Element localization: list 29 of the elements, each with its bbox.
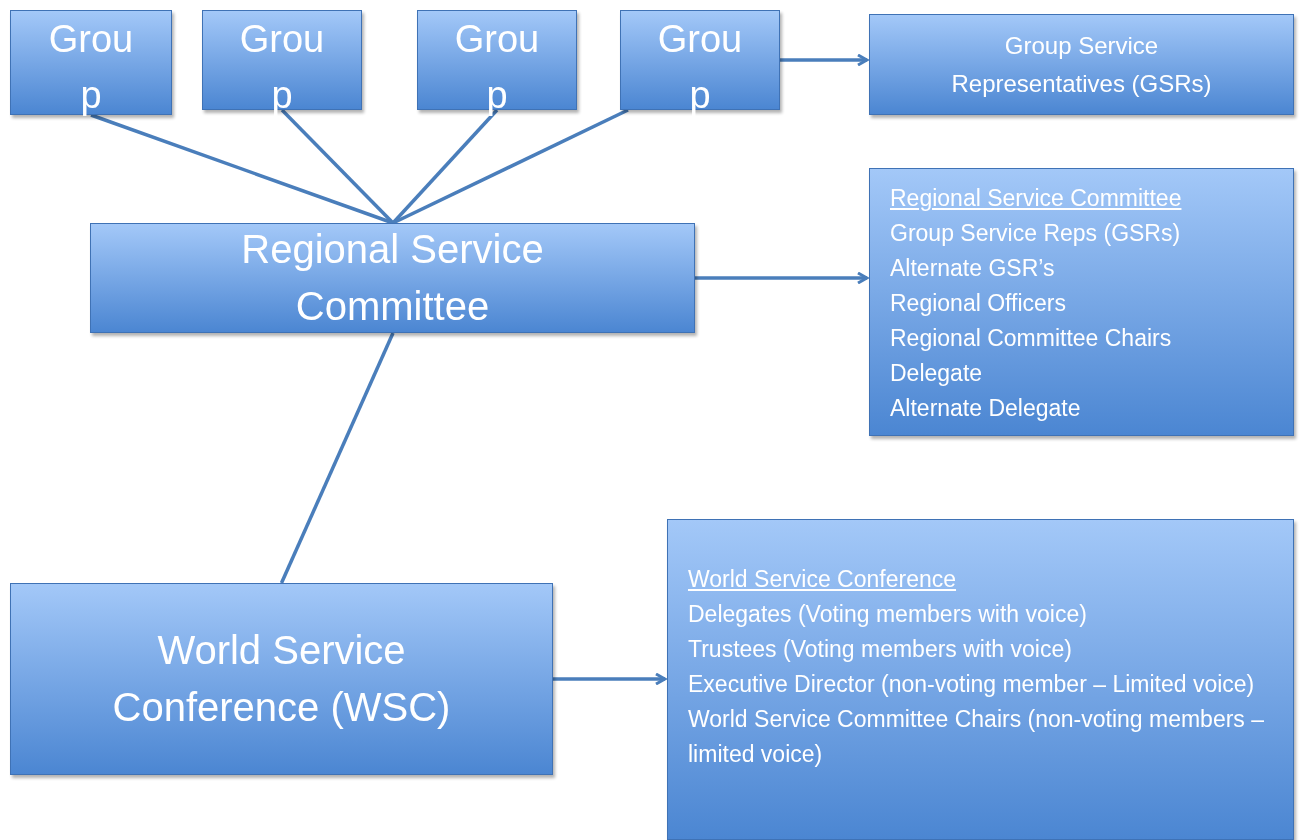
- box-label: World Service Conference (WSC): [111, 627, 452, 731]
- process-box: [869, 14, 1294, 115]
- box-label: Group Service Representatives (GSRs): [950, 30, 1213, 99]
- arrow: [695, 271, 869, 285]
- arrow: [553, 672, 667, 686]
- list-item: World Service Committee Chairs (non-voting members – limited voice): [688, 705, 1266, 769]
- list-item: Delegate: [890, 359, 984, 388]
- list-item: Regional Committee Chairs: [890, 324, 1173, 353]
- process-box: [90, 223, 695, 333]
- list-item: Regional Officers: [890, 289, 1067, 318]
- arrow: [780, 53, 869, 67]
- box-label: Group: [453, 17, 541, 118]
- list-item: Trustees (Voting members with voice): [688, 635, 1073, 664]
- connector-line: [279, 332, 395, 584]
- box-label: Group: [47, 17, 135, 118]
- list-item: Alternate Delegate: [890, 394, 1082, 423]
- box-label: Group: [238, 17, 326, 118]
- box-label: Regional Service Committee: [240, 226, 545, 330]
- list-heading: Regional Service Committee: [890, 184, 1183, 213]
- list-heading: World Service Conference: [688, 565, 958, 594]
- process-box: [10, 583, 553, 775]
- list-item: Group Service Reps (GSRs): [890, 219, 1182, 248]
- box-label: Group: [656, 17, 744, 118]
- list-item: Delegates (Voting members with voice): [688, 600, 1088, 629]
- list-item: Alternate GSR’s: [890, 254, 1056, 283]
- list-box: [667, 519, 1294, 840]
- list-box: [869, 168, 1294, 436]
- list-item: Executive Director (non-voting member – Limited voice): [688, 670, 1256, 699]
- group-box: [10, 10, 172, 115]
